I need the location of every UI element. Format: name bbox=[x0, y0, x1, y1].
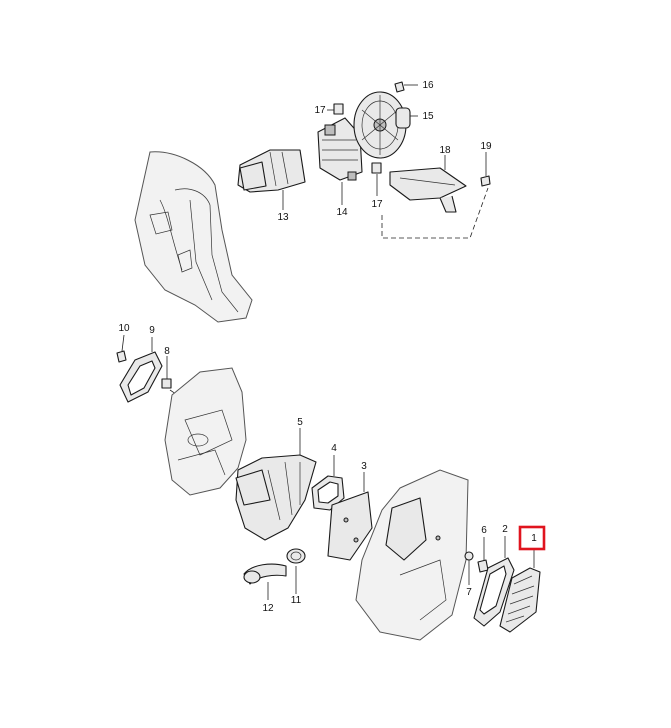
callout-8[interactable]: 8 bbox=[164, 346, 170, 357]
middle-body-panel bbox=[164, 367, 247, 496]
sleeve-11[interactable] bbox=[286, 548, 306, 594]
callout-15[interactable]: 15 bbox=[422, 111, 434, 122]
callout-10[interactable]: 10 bbox=[118, 323, 130, 334]
lower-body-panel bbox=[355, 469, 469, 641]
clip-17-lower[interactable] bbox=[371, 162, 382, 196]
grille-1[interactable] bbox=[499, 548, 541, 633]
bracket-18[interactable] bbox=[389, 155, 467, 213]
hose-12[interactable] bbox=[243, 563, 287, 600]
callout-17-upper[interactable]: 17 bbox=[314, 105, 326, 116]
screw-16[interactable] bbox=[394, 81, 418, 93]
callout-14[interactable]: 14 bbox=[336, 207, 348, 218]
callout-17-lower[interactable]: 17 bbox=[371, 199, 383, 210]
callout-1[interactable]: 1 bbox=[531, 533, 537, 544]
callout-18[interactable]: 18 bbox=[439, 145, 451, 156]
callout-16[interactable]: 16 bbox=[422, 80, 434, 91]
callout-13[interactable]: 13 bbox=[277, 212, 289, 223]
callout-2[interactable]: 2 bbox=[502, 524, 508, 535]
fan-15[interactable] bbox=[353, 91, 418, 159]
callout-19[interactable]: 19 bbox=[480, 141, 492, 152]
callout-6[interactable]: 6 bbox=[481, 525, 487, 536]
clip-8[interactable] bbox=[161, 356, 172, 389]
highlight-box-part-1 bbox=[518, 525, 546, 551]
screw-10[interactable] bbox=[116, 334, 127, 363]
duct-5[interactable] bbox=[235, 428, 317, 541]
assembly-line-upper bbox=[381, 187, 489, 239]
clip-17-upper[interactable] bbox=[327, 103, 344, 115]
fan-housing-14[interactable] bbox=[317, 117, 363, 205]
seal-4[interactable] bbox=[311, 455, 345, 511]
grille-frame-2[interactable] bbox=[473, 536, 515, 627]
air-duct-13[interactable] bbox=[237, 149, 306, 210]
upper-body-panel bbox=[134, 151, 253, 323]
callout-5[interactable]: 5 bbox=[297, 417, 303, 428]
callout-12[interactable]: 12 bbox=[262, 603, 274, 614]
callout-11[interactable]: 11 bbox=[291, 595, 302, 606]
callout-4[interactable]: 4 bbox=[331, 443, 337, 454]
washer-7[interactable] bbox=[464, 551, 474, 585]
callout-3[interactable]: 3 bbox=[361, 461, 367, 472]
bracket-3[interactable] bbox=[327, 472, 373, 561]
callout-9[interactable]: 9 bbox=[149, 325, 155, 336]
callout-7[interactable]: 7 bbox=[466, 587, 472, 598]
screw-19[interactable] bbox=[480, 152, 491, 187]
screw-6[interactable] bbox=[477, 537, 489, 573]
cover-frame-9[interactable] bbox=[119, 337, 163, 403]
